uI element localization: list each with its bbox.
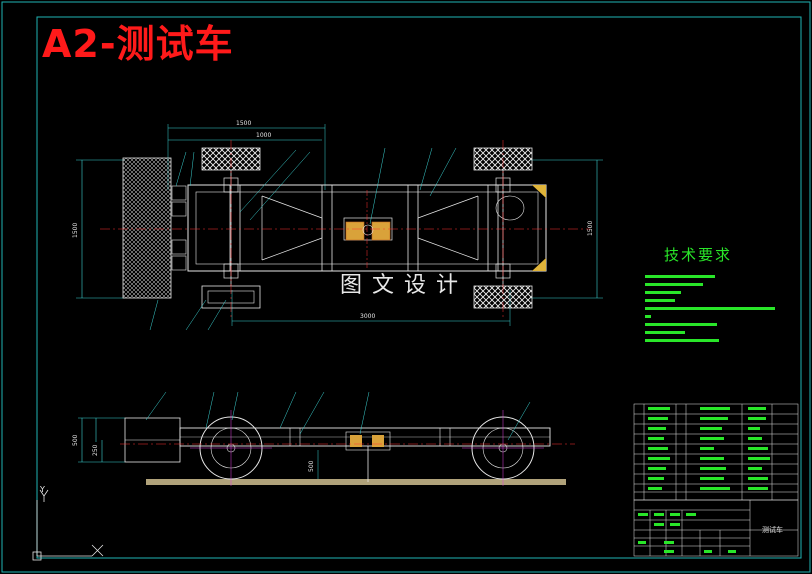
drive-motor [345, 221, 365, 241]
inner-border [36, 16, 802, 559]
tech-requirements-text [645, 275, 775, 342]
drawing-title: A2-测试车 [42, 22, 234, 66]
side-view [78, 391, 575, 486]
dim-left-1500: 1500 [72, 222, 79, 238]
dim-side-500: 500 [72, 434, 79, 446]
parts-list-table [633, 403, 799, 557]
ucs-icon [32, 489, 104, 561]
dim-top-1000: 1000 [256, 132, 272, 139]
watermark-text: 图文设计 [340, 273, 469, 298]
dim-side-250: 250 [92, 444, 99, 456]
battery-pack [122, 157, 172, 299]
ground-line [146, 479, 566, 485]
parts-list-entries [638, 407, 770, 553]
title-block-name: 测试车 [762, 526, 783, 534]
dim-top-1500: 1500 [236, 120, 252, 127]
ucs-y-label: Y [40, 485, 45, 494]
dim-side-500b: 500 [308, 460, 315, 472]
dim-right-1500: 1500 [587, 220, 594, 236]
dim-bottom-3000: 3000 [360, 313, 376, 320]
tech-requirements-title: 技术要求 [664, 246, 733, 264]
top-view [76, 124, 603, 331]
